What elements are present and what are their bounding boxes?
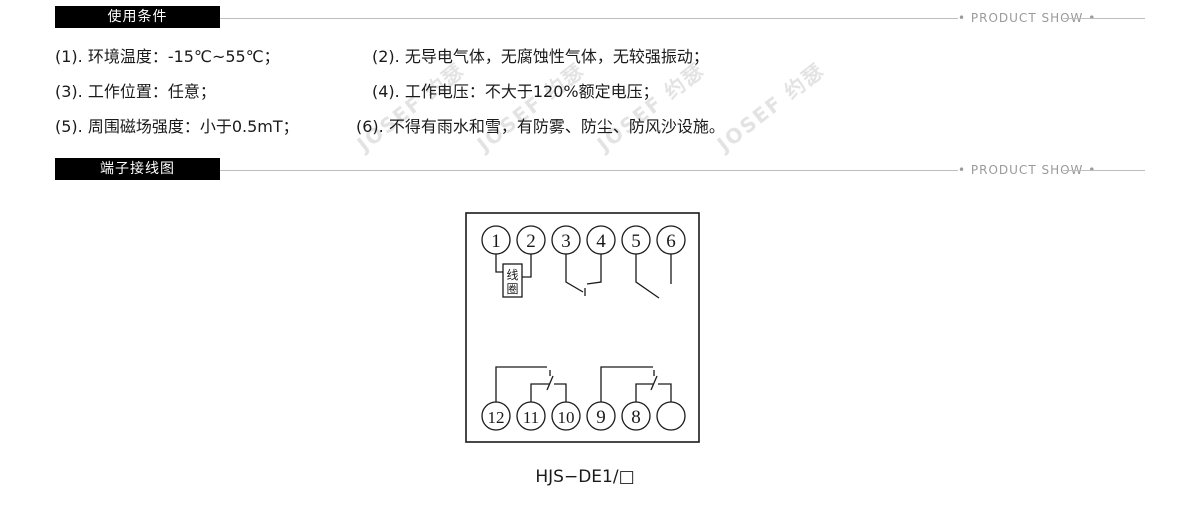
conditions-section-title: 使用条件 [55, 6, 220, 28]
terminal-label: 8 [631, 407, 641, 428]
terminal-1: 1 [481, 225, 511, 255]
condition-item: (3). 工作位置：任意； [55, 82, 216, 101]
terminal-label: 6 [666, 231, 676, 252]
terminal-label: 12 [488, 408, 505, 427]
terminal-2: 2 [516, 225, 546, 255]
terminal-12: 12 [481, 401, 511, 431]
terminal-8: 8 [621, 401, 651, 431]
condition-item: (4). 工作电压：不大于120%额定电压； [372, 82, 659, 101]
coil-label-bottom: 圈 [506, 282, 518, 296]
terminal-wiring-diagram: 1 2 3 4 5 6 线 圈 12 [465, 212, 700, 443]
condition-item: (1). 环境温度：-15℃~55℃； [55, 47, 280, 66]
contact-group-12-11-10 [495, 366, 567, 402]
terminal-label: 3 [561, 231, 571, 252]
coil: 线 圈 [495, 254, 532, 298]
condition-item: (2). 无导电气体，无腐蚀性气体，无较强振动； [372, 47, 709, 66]
terminal-9: 9 [586, 401, 616, 431]
conditions-section-header: 使用条件 • PRODUCT SHOW • [55, 6, 1145, 28]
terminal-label: 5 [631, 231, 641, 252]
terminal-5: 5 [621, 225, 651, 255]
terminal-label: 9 [596, 407, 606, 428]
coil-box [502, 263, 523, 298]
watermark-text: JOSEF 约瑟 [352, 57, 470, 157]
wiring-section-header: 端子接线图 • PRODUCT SHOW • [55, 158, 1145, 180]
product-show-tag: • PRODUCT SHOW • [958, 11, 1097, 25]
terminal-3: 3 [551, 225, 581, 255]
header-rule-right [1063, 170, 1145, 171]
terminal-11: 11 [516, 401, 546, 431]
terminal-label: 11 [523, 408, 539, 427]
watermark-text: JOSEF 约瑟 [592, 57, 710, 157]
watermark-text: JOSEF 约瑟 [712, 57, 830, 157]
header-rule-right [1063, 18, 1145, 19]
contact-group-9-8-7 [600, 366, 672, 402]
terminal-label: 4 [596, 231, 606, 252]
contact-5-6 [635, 254, 672, 299]
watermark-text: JOSEF 约瑟 [472, 57, 590, 157]
terminal-10: 10 [551, 401, 581, 431]
wiring-section-title: 端子接线图 [55, 158, 220, 180]
condition-item: (6). 不得有雨水和雪，有防雾、防尘、防风沙设施。 [356, 117, 725, 136]
terminal-6: 6 [656, 225, 686, 255]
product-show-tag: • PRODUCT SHOW • [958, 163, 1097, 177]
diagram-frame [465, 212, 700, 443]
header-rule [220, 170, 958, 171]
terminal-label: 2 [526, 231, 536, 252]
terminal-7 [656, 401, 686, 431]
terminal-4: 4 [586, 225, 616, 255]
header-rule [220, 18, 958, 19]
model-label: HJS−DE1/□ [535, 467, 635, 487]
coil-label-top: 线 [506, 268, 518, 282]
contact-3-4 [565, 254, 602, 296]
terminal-label: 1 [491, 231, 501, 252]
terminal-label: 10 [558, 408, 575, 427]
condition-item: (5). 周围磁场强度：小于0.5mT； [55, 117, 299, 136]
